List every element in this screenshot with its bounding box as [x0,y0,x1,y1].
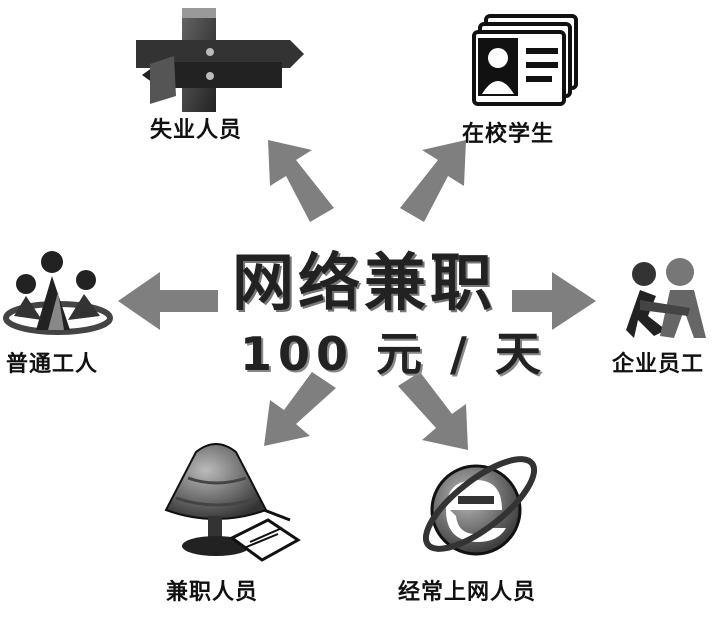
arrow-up-right [400,140,466,222]
node-label-unemployed: 失业人员 [150,118,243,143]
arrow-left [118,272,218,330]
worker-group-icon [3,251,113,335]
node-label-part-timer: 兼职人员 [166,580,259,605]
arrow-down-right [398,372,468,450]
node-label-student: 在校学生 [462,122,555,147]
node-label-netizen: 经常上网人员 [398,580,537,605]
arrows [118,140,596,450]
internet-explorer-icon [422,456,538,556]
arrow-right [512,272,596,330]
arrows-signpost-icon [136,8,304,112]
node-label-employee: 企业员工 [612,352,705,377]
arrow-up-left [268,140,334,222]
id-card-icon [472,14,578,106]
node-label-worker: 普通工人 [6,352,99,377]
desk-lamp-icon [164,443,301,562]
center-subtitle: 100 元 / 天 [240,327,547,381]
employees-icon [626,258,706,338]
arrow-down-left [264,372,336,446]
center-title: 网络兼职 [232,246,497,319]
